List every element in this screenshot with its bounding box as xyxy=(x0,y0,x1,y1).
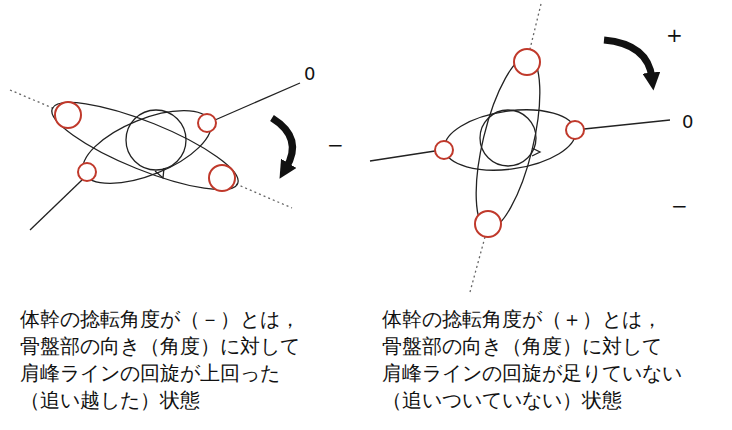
shoulder-line xyxy=(10,90,55,109)
rotation-arrow xyxy=(604,40,652,78)
pelvis-marker xyxy=(566,121,584,139)
pelvis-line xyxy=(584,120,670,129)
pelvis-ellipse xyxy=(441,102,580,178)
pelvis-marker xyxy=(78,163,96,181)
caption-text: 体幹の捻転角度が（－）とは， 骨盤部の向き（角度）に対して 肩峰ラインの回旋が上… xyxy=(20,306,300,414)
shoulder-ellipse xyxy=(463,52,553,235)
rotation-arrow xyxy=(272,118,292,168)
shoulder-line xyxy=(236,184,292,208)
pelvis-line xyxy=(30,180,82,230)
acromion-marker xyxy=(514,49,540,75)
shoulder-line xyxy=(470,237,485,292)
shoulder-line xyxy=(530,4,541,49)
axis-label: 0 xyxy=(682,110,693,134)
nose-mark xyxy=(532,148,540,156)
sign-label: − xyxy=(671,193,688,220)
pelvis-line xyxy=(370,151,435,161)
pelvis-line xyxy=(215,83,300,120)
acromion-marker xyxy=(209,165,235,191)
left-figure xyxy=(10,83,300,230)
acromion-marker xyxy=(475,211,501,237)
sign-label: − xyxy=(327,132,344,159)
shoulder-ellipse xyxy=(43,86,246,205)
acromion-marker xyxy=(55,102,81,128)
pelvis-marker xyxy=(435,141,453,159)
right-figure xyxy=(370,4,670,292)
caption-text: 体幹の捻転角度が（＋）とは， 骨盤部の向き（角度）に対して 肩峰ラインの回旋が足… xyxy=(382,306,682,414)
head-circle xyxy=(480,110,536,166)
pelvis-ellipse xyxy=(73,96,220,199)
head-circle xyxy=(126,110,186,170)
axis-label: 0 xyxy=(304,62,315,86)
nose-mark xyxy=(155,168,164,178)
sign-label: + xyxy=(666,22,683,49)
pelvis-marker xyxy=(198,114,216,132)
